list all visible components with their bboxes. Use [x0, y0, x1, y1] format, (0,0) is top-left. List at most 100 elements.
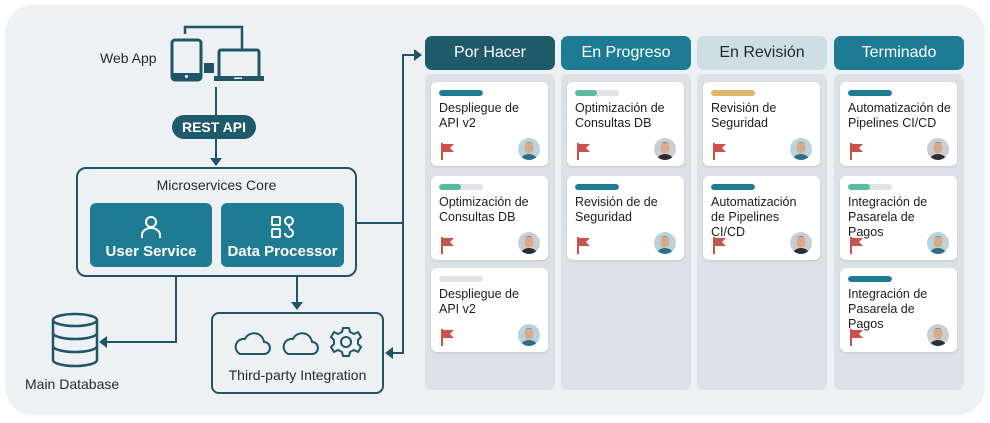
task-card[interactable]: Integración de Pasarela de Pagos	[840, 176, 957, 260]
task-card[interactable]: Automatización de Pipelines CI/CD	[840, 82, 957, 166]
flag-icon[interactable]	[849, 142, 865, 165]
card-title-line: Optimización de	[439, 195, 529, 209]
card-title-line: Seguridad	[711, 116, 768, 130]
cloud-icon	[233, 330, 271, 361]
card-title: Automatización de Pipelines CI/CD	[711, 195, 816, 240]
wire-rest-core	[215, 139, 217, 161]
column-body: Optimización de Consultas DB Revisión de…	[561, 74, 691, 390]
avatar[interactable]	[790, 138, 812, 160]
flag-icon[interactable]	[712, 236, 728, 259]
card-title: Automatización de Pipelines CI/CD	[848, 101, 953, 131]
card-title: Optimización de Consultas DB	[439, 195, 544, 225]
avatar[interactable]	[927, 232, 949, 254]
progress-bar	[848, 90, 892, 96]
microservices-core: Microservices Core User Service Data Pro…	[76, 167, 357, 277]
progress-bar	[575, 90, 619, 96]
avatar[interactable]	[790, 232, 812, 254]
arrow-left-icon	[385, 347, 393, 359]
wire-board-vertical	[402, 55, 404, 353]
card-title: Integración de Pasarela de Pagos	[848, 195, 953, 240]
avatar[interactable]	[518, 232, 540, 254]
card-title-line: de Pipelines CI/CD	[711, 210, 780, 239]
card-title-line: API v2	[439, 116, 476, 130]
column-body: Revisión de Seguridad Automatización de …	[697, 74, 827, 390]
flag-icon[interactable]	[440, 142, 456, 165]
wire-core-tpi	[296, 277, 298, 304]
wire-board-top	[402, 54, 416, 56]
task-card[interactable]: Automatización de Pipelines CI/CD	[703, 176, 820, 260]
task-card[interactable]: Despliegue de API v2	[431, 82, 548, 166]
progress-bar	[711, 184, 755, 190]
card-title-line: Seguridad	[575, 210, 632, 224]
card-title: Optimización de Consultas DB	[575, 101, 680, 131]
flag-icon[interactable]	[576, 236, 592, 259]
database-label: Main Database	[25, 376, 120, 392]
data-processor[interactable]: Data Processor	[221, 203, 344, 267]
flag-icon[interactable]	[576, 142, 592, 165]
data-processor-label: Data Processor	[227, 243, 338, 260]
wire-core-db-h	[106, 341, 177, 343]
user-service-label: User Service	[105, 243, 197, 260]
task-card[interactable]: Revisión de Seguridad	[703, 82, 820, 166]
flag-icon[interactable]	[849, 236, 865, 259]
progress-bar	[575, 184, 619, 190]
card-title: Despliegue de API v2	[439, 101, 544, 131]
card-title-line: Revisión de	[711, 101, 777, 115]
card-title-line: Revisión de de	[575, 195, 658, 209]
task-card[interactable]: Despliegue de API v2	[431, 268, 548, 352]
user-service[interactable]: User Service	[90, 203, 212, 267]
wire-core-board	[357, 222, 403, 224]
avatar[interactable]	[518, 138, 540, 160]
gear-icon	[330, 326, 362, 363]
core-title: Microservices Core	[156, 177, 277, 193]
column-header[interactable]: En Revisión	[697, 36, 827, 70]
progress-bar	[848, 276, 892, 282]
card-title-line: Automatización	[711, 195, 797, 209]
task-card[interactable]: Optimización de Consultas DB	[567, 82, 684, 166]
avatar[interactable]	[518, 324, 540, 346]
card-title-line: Pipelines CI/CD	[848, 116, 937, 130]
flag-icon[interactable]	[712, 142, 728, 165]
card-title-line: Pasarela de Pagos	[848, 302, 915, 331]
flag-icon[interactable]	[440, 236, 456, 259]
workflow-icon	[270, 216, 294, 238]
column-header[interactable]: Terminado	[834, 36, 964, 70]
column-body: Despliegue de API v2 Optimización de Con…	[425, 74, 555, 390]
card-title: Revisión de de Seguridad	[575, 195, 680, 225]
card-title-line: API v2	[439, 302, 476, 316]
progress-bar	[439, 184, 483, 190]
arrow-right-icon	[414, 49, 422, 61]
progress-bar	[439, 276, 483, 282]
avatar[interactable]	[654, 232, 676, 254]
avatar[interactable]	[927, 324, 949, 346]
wire-board-bottom	[392, 352, 404, 354]
card-title: Integración de Pasarela de Pagos	[848, 287, 953, 332]
devices-icon	[168, 24, 264, 89]
third-party-label: Third-party Integration	[228, 367, 367, 383]
flag-icon[interactable]	[849, 328, 865, 351]
task-card[interactable]: Revisión de de Seguridad	[567, 176, 684, 260]
card-title: Despliegue de API v2	[439, 287, 544, 317]
card-title-line: Integración de	[848, 195, 928, 209]
wire-core-db	[175, 277, 177, 343]
task-card[interactable]: Integración de Pasarela de Pagos	[840, 268, 957, 352]
card-title-line: Optimización de	[575, 101, 665, 115]
progress-bar	[439, 90, 483, 96]
column-header[interactable]: Por Hacer	[425, 36, 555, 70]
card-title-line: Consultas DB	[439, 210, 516, 224]
web-app-label: Web App	[100, 50, 157, 66]
progress-bar	[848, 184, 892, 190]
task-card[interactable]: Optimización de Consultas DB	[431, 176, 548, 260]
progress-bar	[711, 90, 755, 96]
card-title: Revisión de Seguridad	[711, 101, 816, 131]
cloud-icon	[281, 330, 319, 361]
avatar[interactable]	[927, 138, 949, 160]
arrow-down-icon	[291, 302, 303, 310]
flag-icon[interactable]	[440, 328, 456, 351]
card-title-line: Integración de	[848, 287, 928, 301]
avatar[interactable]	[654, 138, 676, 160]
card-title-line: Automatización de	[848, 101, 951, 115]
card-title-line: Pasarela de Pagos	[848, 210, 915, 239]
column-header[interactable]: En Progreso	[561, 36, 691, 70]
card-title-line: Despliegue de	[439, 287, 519, 301]
